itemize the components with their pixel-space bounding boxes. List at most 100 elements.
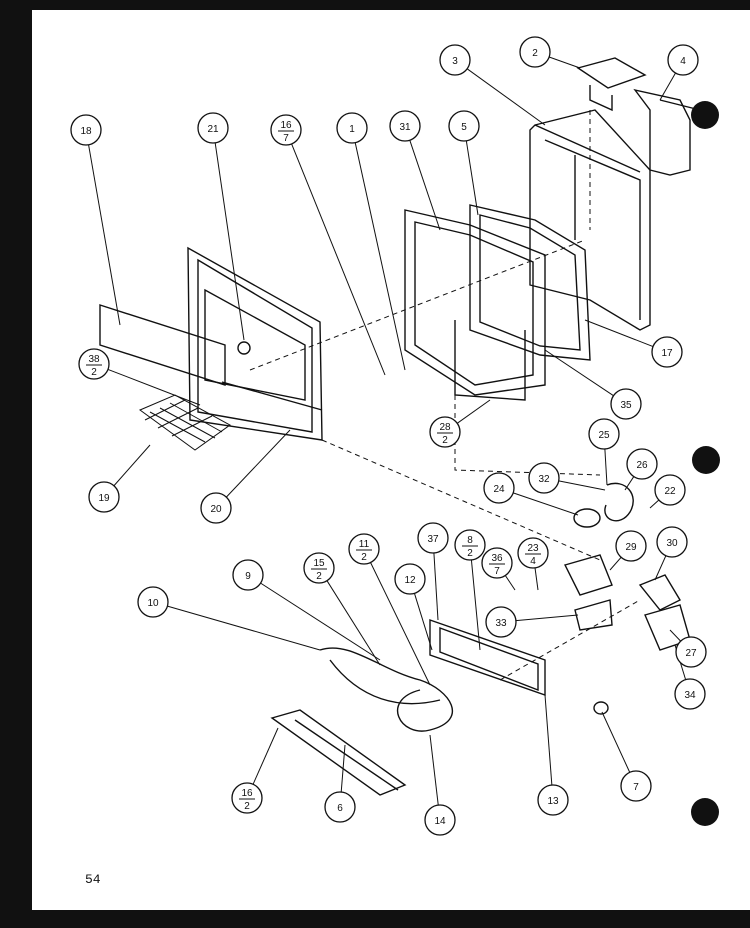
callout-c30: 30 [656, 526, 688, 558]
callout-f23_4: 234 [517, 537, 549, 569]
callout-circle [610, 388, 642, 420]
actuator-part-30 [638, 574, 681, 611]
callout-circle [231, 782, 263, 814]
callout-c27: 27 [675, 636, 707, 668]
callout-label: 34 [684, 690, 696, 701]
callout-c33: 33 [485, 606, 517, 638]
callout-numerator: 16 [241, 788, 253, 799]
leader-line-c6 [340, 744, 346, 793]
callout-circle [517, 537, 549, 569]
leader-line-c29 [609, 556, 622, 571]
callout-c4: 4 [667, 44, 699, 76]
leader-line-c13 [544, 694, 553, 786]
callout-circle [348, 533, 380, 565]
grille-part-19 [138, 394, 231, 451]
callout-label: 35 [620, 400, 632, 411]
callout-numerator: 23 [527, 543, 539, 554]
callout-circle [417, 522, 449, 554]
gasket-part-17 [469, 204, 591, 361]
leader-line-c17 [584, 319, 654, 348]
callout-c17: 17 [651, 336, 683, 368]
callout-denominator: 2 [91, 367, 97, 378]
callout-label: 25 [598, 430, 610, 441]
callout-circle [588, 418, 620, 450]
leader-line-c18 [88, 144, 121, 326]
callout-numerator: 36 [491, 553, 503, 564]
callout-circle [200, 492, 232, 524]
callout-label: 30 [666, 538, 678, 549]
callout-circle [448, 110, 480, 142]
callout-circle [429, 416, 461, 448]
callout-circle [483, 472, 515, 504]
callout-c19: 19 [88, 481, 120, 513]
leader-line-c22 [649, 499, 660, 509]
callout-denominator: 7 [283, 133, 289, 144]
leader-line-c32 [558, 480, 606, 491]
callout-label: 27 [685, 648, 697, 659]
callout-circle [537, 784, 569, 816]
front-panel-part-20 [187, 246, 323, 441]
callout-c10: 10 [137, 586, 169, 618]
callout-numerator: 16 [280, 120, 292, 131]
callout-circle [615, 530, 647, 562]
callout-c12: 12 [394, 563, 426, 595]
callout-c2: 2 [519, 36, 551, 68]
lever-part-33 [574, 599, 613, 631]
callout-circle [137, 586, 169, 618]
callout-label: 6 [337, 803, 343, 814]
callout-c32: 32 [528, 462, 560, 494]
callout-label: 14 [434, 816, 446, 827]
leader-line-c19 [113, 444, 151, 487]
leader-line-c33 [515, 614, 579, 622]
callout-label: 24 [493, 484, 505, 495]
callout-label: 4 [680, 56, 686, 67]
ring-part-7 [593, 701, 609, 715]
callout-circle [620, 770, 652, 802]
frame-part-31 [404, 209, 546, 401]
callout-circle [324, 791, 356, 823]
registration-mark-bottom [691, 798, 719, 826]
dispenser-housing-part-8 [429, 619, 546, 696]
callout-circle [519, 36, 551, 68]
leader-line-c9 [260, 582, 381, 661]
callout-label: 10 [147, 598, 159, 609]
callout-denominator: 4 [530, 556, 536, 567]
callout-circle [303, 552, 335, 584]
callout-circle [232, 559, 264, 591]
callout-c1: 1 [336, 112, 368, 144]
switch-part-29 [563, 554, 613, 596]
callout-f11_2: 112 [348, 533, 380, 565]
leader-line-c31 [409, 140, 441, 231]
callout-label: 17 [661, 348, 673, 359]
leader-line-c25 [604, 448, 608, 486]
callout-f16_7: 167 [270, 114, 302, 146]
leader-line-c26 [624, 476, 635, 491]
registration-mark-top [691, 101, 719, 129]
callout-circle [675, 636, 707, 668]
callout-label: 9 [245, 571, 251, 582]
callout-c26: 26 [626, 448, 658, 480]
callout-c31: 31 [389, 110, 421, 142]
callout-label: 33 [495, 618, 507, 629]
callout-circle [674, 678, 706, 710]
callout-f8_2: 82 [454, 529, 486, 561]
leader-line-f23_4 [534, 567, 539, 591]
callout-circle [667, 44, 699, 76]
callout-c20: 20 [200, 492, 232, 524]
leader-line-c10 [167, 605, 321, 651]
callout-leaders [88, 56, 687, 806]
callout-denominator: 2 [442, 435, 448, 446]
callout-circle [481, 547, 513, 579]
callout-label: 21 [207, 124, 219, 135]
callout-c25: 25 [588, 418, 620, 450]
leader-line-f16_7 [291, 143, 386, 376]
callout-denominator: 7 [494, 566, 500, 577]
callout-label: 32 [538, 474, 550, 485]
callout-circle [424, 804, 456, 836]
callout-f28_2: 282 [429, 416, 461, 448]
callout-label: 3 [452, 56, 458, 67]
callout-c21: 21 [197, 112, 229, 144]
leader-line-f8_2 [470, 559, 481, 651]
socket-part-21 [237, 341, 251, 355]
